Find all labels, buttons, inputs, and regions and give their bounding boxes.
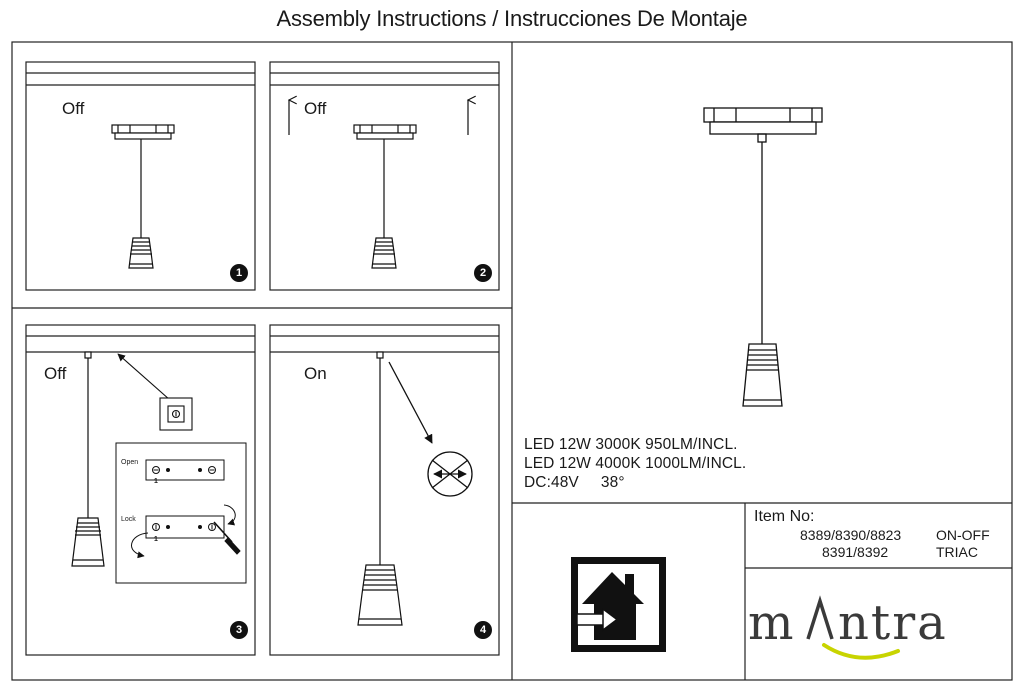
panel-3-frame bbox=[25, 324, 256, 656]
svg-text:ntra: ntra bbox=[838, 595, 948, 651]
pendant-3 bbox=[71, 351, 105, 567]
no-adjustment-icon bbox=[388, 361, 473, 497]
step-1-label: Off bbox=[62, 99, 85, 118]
pendant-large bbox=[703, 107, 823, 407]
spec-line-1: LED 12W 3000K 950LM/INCL. bbox=[524, 436, 738, 453]
open-lock-diagram bbox=[115, 442, 247, 584]
item-code-2: 8391/8392 bbox=[822, 544, 889, 560]
svg-text:m: m bbox=[748, 595, 795, 651]
push-up-arrows bbox=[289, 100, 468, 135]
open-slot-number: 1 bbox=[154, 478, 158, 485]
panel-1-frame bbox=[25, 61, 256, 291]
step-4-badge: 4 bbox=[474, 621, 492, 639]
pendant-2 bbox=[353, 124, 417, 269]
indoor-use-house-icon bbox=[571, 557, 666, 652]
item-type-2: TRIAC bbox=[936, 544, 978, 560]
step-2-badge: 2 bbox=[474, 264, 492, 282]
page-title: Assembly Instructions / Instrucciones De… bbox=[276, 6, 748, 31]
step-3-label: Off bbox=[44, 364, 67, 383]
pendant-4 bbox=[357, 351, 403, 626]
open-label: Open bbox=[121, 459, 139, 466]
step-2-label: Off bbox=[304, 99, 327, 118]
lock-label: Lock bbox=[121, 516, 136, 523]
step-1-number: 1 bbox=[235, 267, 243, 279]
connector-callout bbox=[117, 353, 193, 431]
step-3-badge: 3 bbox=[230, 621, 248, 639]
spec-line-3: DC:48V 38° bbox=[524, 474, 625, 491]
lock-slot-number: 1 bbox=[154, 536, 158, 543]
pendant-1 bbox=[111, 124, 175, 269]
item-title: Item No: bbox=[754, 508, 815, 525]
panel-2-frame bbox=[269, 61, 500, 291]
item-code-1: 8389/8390/8823 bbox=[800, 527, 902, 543]
step-4-label: On bbox=[304, 364, 327, 383]
mantra-logo: m ntra bbox=[748, 595, 948, 660]
step-1-badge: 1 bbox=[230, 264, 248, 282]
step-3-number: 3 bbox=[235, 624, 243, 636]
item-type-1: ON-OFF bbox=[936, 527, 990, 543]
panel-4-frame bbox=[269, 324, 500, 656]
step-4-number: 4 bbox=[479, 624, 487, 636]
spec-line-2: LED 12W 4000K 1000LM/INCL. bbox=[524, 455, 747, 472]
step-2-number: 2 bbox=[479, 267, 487, 279]
